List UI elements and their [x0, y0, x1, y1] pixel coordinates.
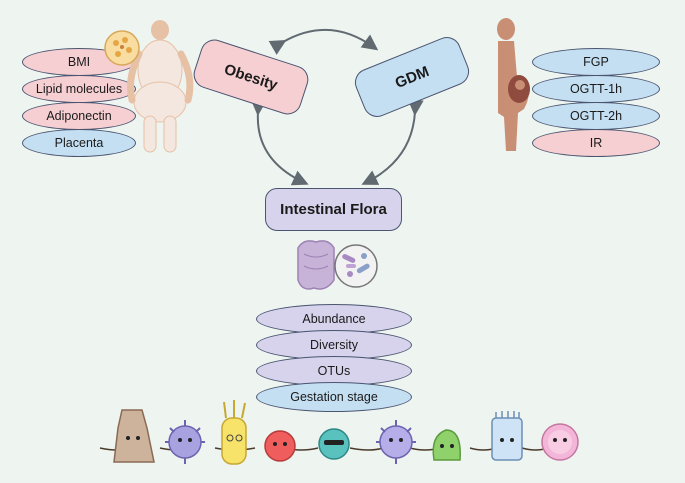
- microbe-teal-ball: [318, 428, 350, 460]
- pregnant-woman-illustration: [497, 18, 530, 151]
- gdm-factor-ir: IR: [532, 129, 660, 157]
- gdm-factor-fgp: FGP: [532, 48, 660, 76]
- gdm-factor-ogtt-1h: OGTT-1h: [532, 75, 660, 103]
- microbe-blue-cell: [491, 411, 523, 461]
- microbe-lavender-spiky: [376, 420, 416, 464]
- gdm-flora-arrow: [361, 99, 424, 185]
- obese-woman-illustration: [104, 20, 194, 153]
- obesity-factor-placenta: Placenta: [22, 129, 136, 157]
- microbe-characters-row: [99, 400, 579, 465]
- obesity-factor-adiponectin: Adiponectin: [22, 102, 136, 130]
- flora-factor-otus: OTUs: [256, 356, 412, 386]
- microbe-green-blob: [432, 429, 461, 461]
- intestine-bacteria-illustration: [297, 240, 378, 290]
- flora-factor-diversity: Diversity: [256, 330, 412, 360]
- flora-factor-abundance: Abundance: [256, 304, 412, 334]
- microbe-purple-spiky: [165, 420, 205, 464]
- intestinal-flora-box: Intestinal Flora: [265, 188, 402, 231]
- obesity-gdm-arrow: [268, 28, 379, 55]
- microbe-yellow-cell: [221, 400, 247, 465]
- microbe-tan-cell: [113, 409, 155, 463]
- gdm-factor-ogtt-2h: OGTT-2h: [532, 102, 660, 130]
- obesity-flora-arrow: [250, 99, 309, 186]
- microbe-red-ball: [264, 430, 296, 462]
- flora-factor-gestation-stage: Gestation stage: [256, 382, 412, 412]
- microbe-pink-cell: [541, 423, 579, 461]
